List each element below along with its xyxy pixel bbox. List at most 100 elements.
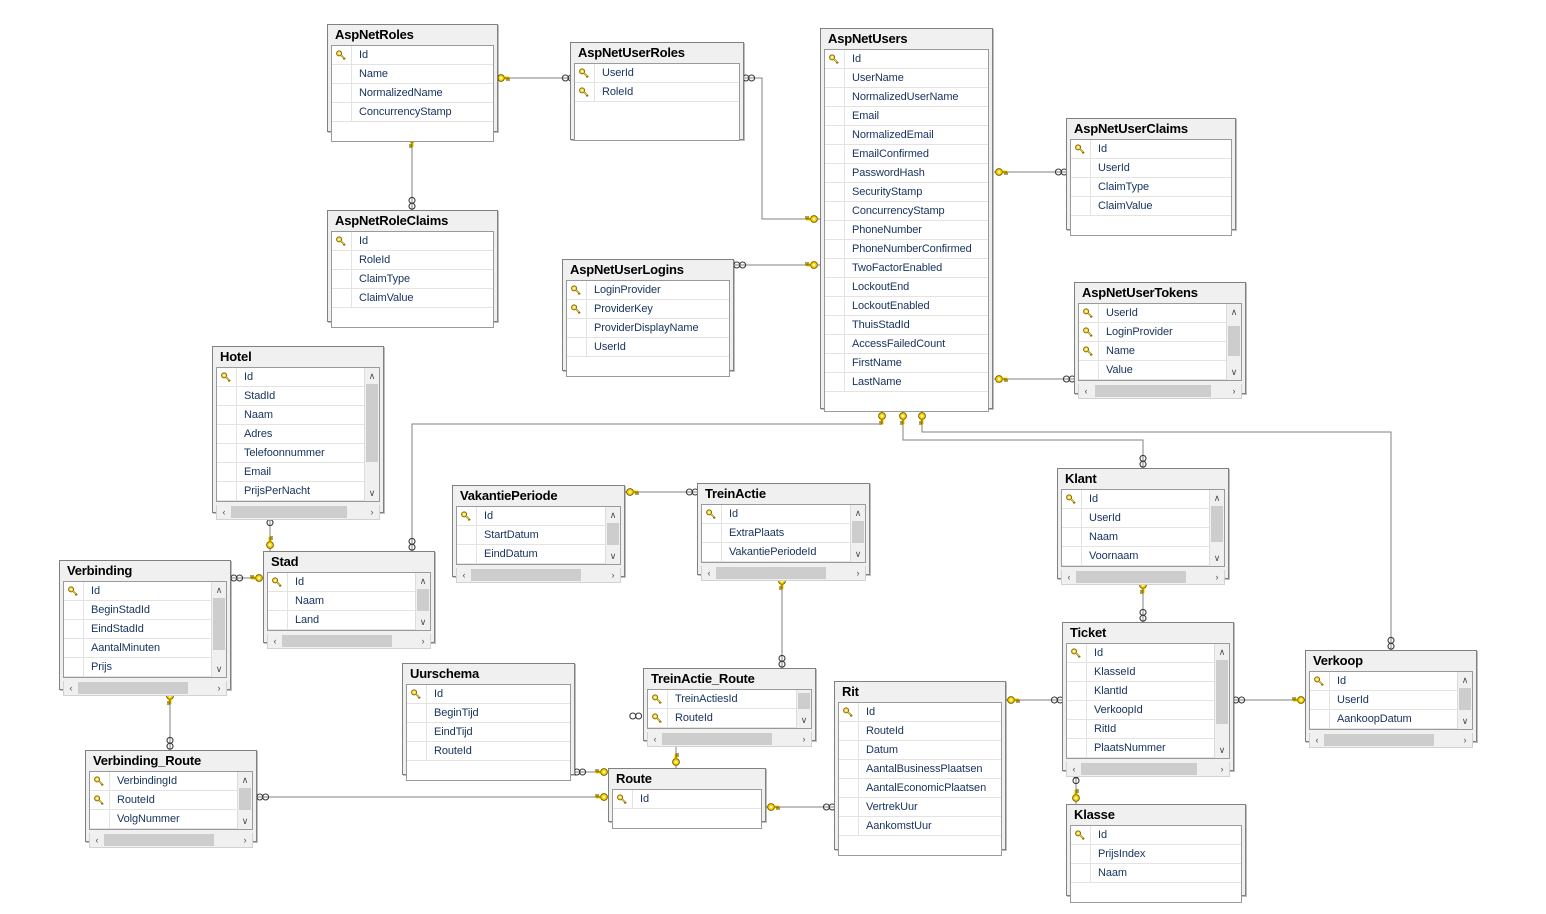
horizontal-scrollbar[interactable]: ‹› (647, 732, 812, 747)
field-row[interactable]: Value (1079, 361, 1241, 380)
scroll-left-icon[interactable]: ‹ (707, 568, 711, 578)
field-row[interactable]: Voornaam (1062, 547, 1224, 566)
scroll-down-icon[interactable]: ∨ (1213, 552, 1221, 563)
field-row[interactable]: AankomstUur (839, 817, 1001, 836)
scroll-right-icon[interactable]: › (1232, 386, 1236, 396)
field-row[interactable]: RitId (1067, 720, 1229, 739)
horizontal-scroll-thumb[interactable] (716, 567, 826, 579)
vertical-scrollbar[interactable]: ∧∨ (1457, 672, 1472, 729)
relationship-aspnetusers-to-aspnetusertokens[interactable] (994, 375, 1076, 383)
field-row[interactable]: AantalEconomicPlaatsen (839, 779, 1001, 798)
field-row[interactable]: Naam (217, 406, 379, 425)
vertical-scroll-thumb[interactable] (1228, 326, 1240, 356)
horizontal-scrollbar[interactable]: ‹› (89, 833, 253, 848)
scroll-right-icon[interactable]: › (1463, 735, 1467, 745)
scroll-down-icon[interactable]: ∨ (1461, 715, 1469, 726)
field-row[interactable]: Id (407, 685, 570, 704)
horizontal-scroll-thumb[interactable] (78, 682, 188, 694)
field-row[interactable]: AccessFailedCount (825, 335, 988, 354)
vertical-scrollbar[interactable]: ∧∨ (1226, 304, 1241, 380)
field-row[interactable]: VerbindingId (90, 772, 252, 791)
scroll-left-icon[interactable]: ‹ (1072, 764, 1076, 774)
vertical-scroll-thumb[interactable] (366, 384, 378, 462)
horizontal-scroll-thumb[interactable] (471, 569, 581, 581)
scroll-up-icon[interactable]: ∧ (1218, 646, 1226, 657)
field-row[interactable]: RoleId (575, 83, 739, 102)
relationship-stad-to-verbinding[interactable] (230, 574, 263, 582)
field-row[interactable]: PhoneNumberConfirmed (825, 240, 988, 259)
field-row[interactable]: FirstName (825, 354, 988, 373)
field-row[interactable]: ClaimValue (1071, 197, 1231, 216)
field-row[interactable]: ConcurrencyStamp (825, 202, 988, 221)
field-row[interactable]: EindDatum (457, 545, 620, 564)
field-row[interactable]: Id (702, 505, 865, 524)
scroll-up-icon[interactable]: ∧ (368, 370, 376, 381)
field-row[interactable]: VerkoopId (1067, 701, 1229, 720)
field-row[interactable]: ClaimValue (332, 289, 493, 308)
field-row[interactable]: Id (1071, 140, 1231, 159)
scroll-up-icon[interactable]: ∧ (215, 584, 223, 595)
field-row[interactable]: Id (332, 46, 493, 65)
field-row[interactable]: LockoutEnabled (825, 297, 988, 316)
field-row[interactable]: ClaimType (332, 270, 493, 289)
relationship-route-to-rit[interactable] (766, 803, 836, 811)
relationship-klant-to-ticket[interactable] (1139, 579, 1147, 622)
field-row[interactable]: LoginProvider (567, 281, 729, 300)
field-row[interactable]: Name (332, 65, 493, 84)
horizontal-scroll-thumb[interactable] (1076, 571, 1186, 583)
field-row[interactable]: UserName (825, 69, 988, 88)
field-row[interactable]: Id (332, 232, 493, 251)
scroll-down-icon[interactable]: ∨ (368, 487, 376, 498)
vertical-scrollbar[interactable]: ∧∨ (1214, 644, 1229, 758)
scroll-up-icon[interactable]: ∧ (241, 774, 249, 785)
scroll-up-icon[interactable]: ∧ (1213, 492, 1221, 503)
field-row[interactable]: Naam (1062, 528, 1224, 547)
field-row[interactable]: TwoFactorEnabled (825, 259, 988, 278)
field-row[interactable]: Id (1310, 672, 1472, 691)
relationship-verkoop-to-ticket[interactable] (1232, 696, 1305, 704)
relationship-aspnetusers-to-aspnetuserlogins[interactable] (733, 261, 820, 269)
field-row[interactable]: LastName (825, 373, 988, 392)
scroll-right-icon[interactable]: › (611, 570, 615, 580)
field-row[interactable]: NormalizedEmail (825, 126, 988, 145)
vertical-scroll-thumb[interactable] (213, 598, 225, 650)
field-row[interactable]: ExtraPlaats (702, 524, 865, 543)
field-row[interactable]: PlaatsNummer (1067, 739, 1229, 758)
field-row[interactable]: VolgNummer (90, 810, 252, 829)
field-row[interactable]: ClaimType (1071, 178, 1231, 197)
scroll-left-icon[interactable]: ‹ (462, 570, 466, 580)
scroll-right-icon[interactable]: › (243, 835, 247, 845)
field-row[interactable]: UserId (1071, 159, 1231, 178)
relationship-aspnetusers-to-klant[interactable] (899, 410, 1147, 468)
horizontal-scroll-thumb[interactable] (1324, 734, 1434, 746)
field-row[interactable]: SecurityStamp (825, 183, 988, 202)
scroll-left-icon[interactable]: ‹ (95, 835, 99, 845)
field-row[interactable]: Id (825, 50, 988, 69)
vertical-scroll-thumb[interactable] (852, 521, 864, 543)
field-row[interactable]: Naam (1071, 864, 1241, 883)
relationship-route-to-verbinding_route[interactable] (256, 793, 608, 801)
field-row[interactable]: ProviderKey (567, 300, 729, 319)
scroll-left-icon[interactable]: ‹ (1315, 735, 1319, 745)
field-row[interactable]: VertrekUur (839, 798, 1001, 817)
field-row[interactable]: StadId (217, 387, 379, 406)
field-row[interactable]: AantalBusinessPlaatsen (839, 760, 1001, 779)
field-row[interactable]: UserId (575, 64, 739, 83)
scroll-left-icon[interactable]: ‹ (1084, 386, 1088, 396)
scroll-down-icon[interactable]: ∨ (215, 663, 223, 674)
field-row[interactable]: BeginStadId (64, 601, 226, 620)
vertical-scroll-thumb[interactable] (607, 523, 619, 545)
